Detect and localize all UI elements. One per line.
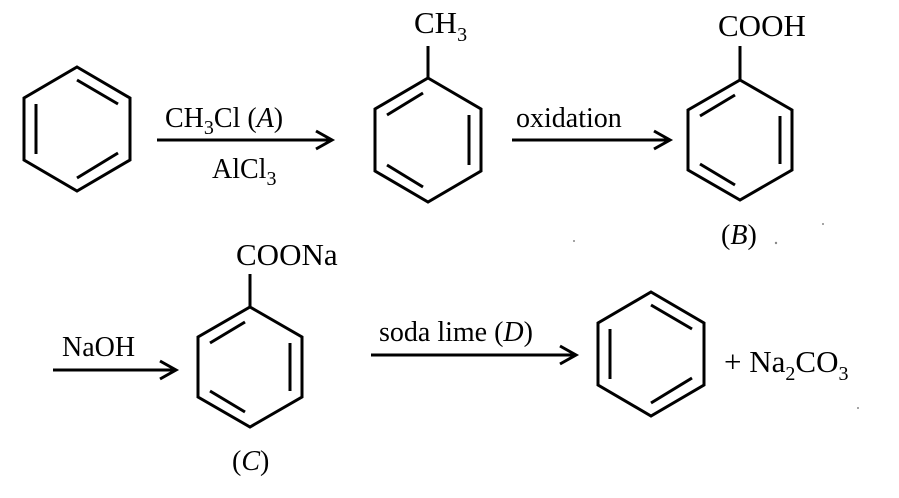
benzene-product (596, 290, 706, 418)
scan-speck (857, 407, 859, 409)
scan-speck (822, 223, 824, 225)
compound-b-label: (B) (721, 220, 757, 251)
reaction-arrow-3 (53, 359, 180, 381)
reaction-arrow-4 (371, 344, 580, 366)
reaction-arrow-1 (157, 129, 336, 151)
methyl-group-label: CH3 (414, 5, 467, 46)
toluene-molecule (373, 46, 483, 204)
carboxylate-label: COONa (236, 237, 338, 272)
benzene-reactant (22, 65, 132, 193)
reaction-arrow-2 (512, 129, 674, 151)
benzoic-acid-molecule (686, 46, 794, 202)
reagent-alcl3: AlCl3 (212, 154, 276, 190)
scan-speck (573, 240, 575, 242)
reagent-oxidation: oxidation (516, 103, 622, 134)
scan-speck (774, 241, 778, 245)
reagent-naoh: NaOH (62, 332, 135, 363)
sodium-benzoate-molecule (196, 274, 304, 429)
carboxylic-acid-label: COOH (718, 8, 806, 43)
reagent-ch3cl-a: CH3Cl (A) (165, 103, 283, 139)
byproduct-sodium-carbonate: + Na2CO3 (724, 344, 848, 385)
compound-c-label: (C) (232, 446, 269, 477)
reagent-soda-lime-d: soda lime (D) (379, 317, 533, 348)
